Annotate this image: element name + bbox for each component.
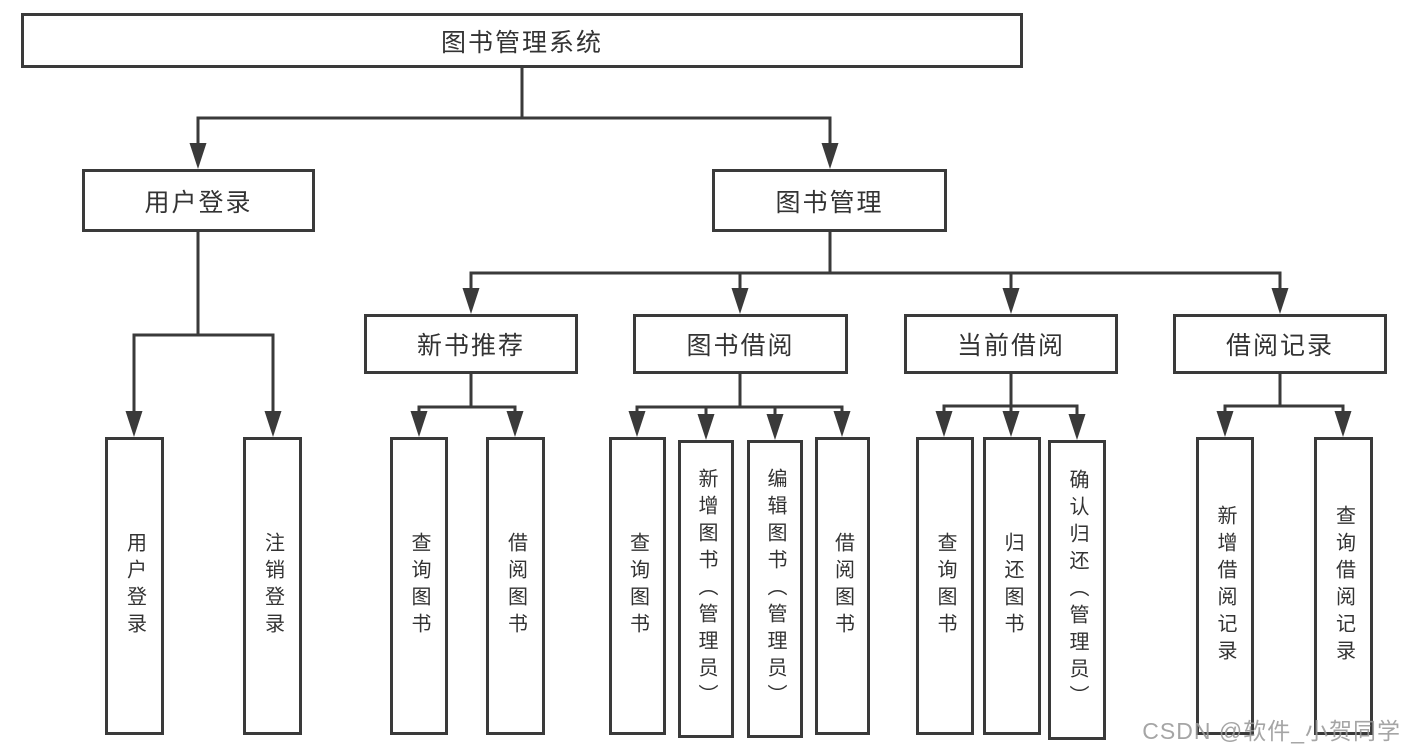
node-label: 确认归还（管理员） — [1066, 468, 1088, 712]
node-label: 查询图书 — [934, 532, 956, 640]
node-label: 新增图书（管理员） — [695, 467, 717, 711]
watermark: CSDN @软件_小贺同学 — [1142, 718, 1401, 744]
leaf-bb-query-book: 查询图书 — [609, 437, 666, 735]
node-book-borrow: 图书借阅 — [633, 314, 848, 374]
leaf-nb-query-book: 查询图书 — [390, 437, 448, 735]
node-current-borrow: 当前借阅 — [904, 314, 1118, 374]
node-label: 查询图书 — [626, 532, 649, 640]
node-borrow-record: 借阅记录 — [1173, 314, 1387, 374]
node-label: 用户登录 — [123, 532, 146, 640]
leaf-cb-confirm-return-admin: 确认归还（管理员） — [1048, 440, 1106, 740]
node-label: 用户登录 — [144, 188, 253, 217]
leaf-br-add-record: 新增借阅记录 — [1196, 437, 1254, 735]
node-label: 新书推荐 — [416, 332, 525, 360]
node-label: 查询图书 — [408, 532, 430, 640]
node-label: 新增借阅记录 — [1214, 505, 1236, 667]
leaf-bb-edit-book-admin: 编辑图书（管理员） — [747, 440, 803, 738]
leaf-cb-query-book: 查询图书 — [916, 437, 974, 735]
node-label: 借阅图书 — [831, 532, 854, 640]
node-label: 查询借阅记录 — [1332, 505, 1355, 667]
node-label: 当前借阅 — [956, 332, 1065, 360]
node-label: 注销登录 — [261, 532, 284, 640]
node-user-login: 用户登录 — [82, 169, 315, 232]
leaf-cb-return-book: 归还图书 — [983, 437, 1041, 735]
node-book-management: 图书管理 — [712, 169, 947, 232]
leaf-bb-borrow-book: 借阅图书 — [815, 437, 870, 735]
leaf-user-login: 用户登录 — [105, 437, 164, 735]
leaf-logout: 注销登录 — [243, 437, 302, 735]
node-label: 图书借阅 — [686, 332, 795, 360]
node-new-book-recommend: 新书推荐 — [364, 314, 578, 374]
leaf-bb-add-book-admin: 新增图书（管理员） — [678, 440, 734, 738]
node-label: 借阅记录 — [1225, 332, 1334, 360]
node-root: 图书管理系统 — [21, 13, 1023, 68]
leaf-br-query-record: 查询借阅记录 — [1314, 437, 1373, 735]
leaf-nb-borrow-book: 借阅图书 — [486, 437, 545, 735]
node-label: 图书管理 — [775, 188, 884, 217]
node-label: 归还图书 — [1001, 532, 1023, 640]
node-label: 借阅图书 — [504, 532, 527, 640]
node-label: 编辑图书（管理员） — [764, 467, 786, 711]
node-label: 图书管理系统 — [440, 28, 603, 57]
